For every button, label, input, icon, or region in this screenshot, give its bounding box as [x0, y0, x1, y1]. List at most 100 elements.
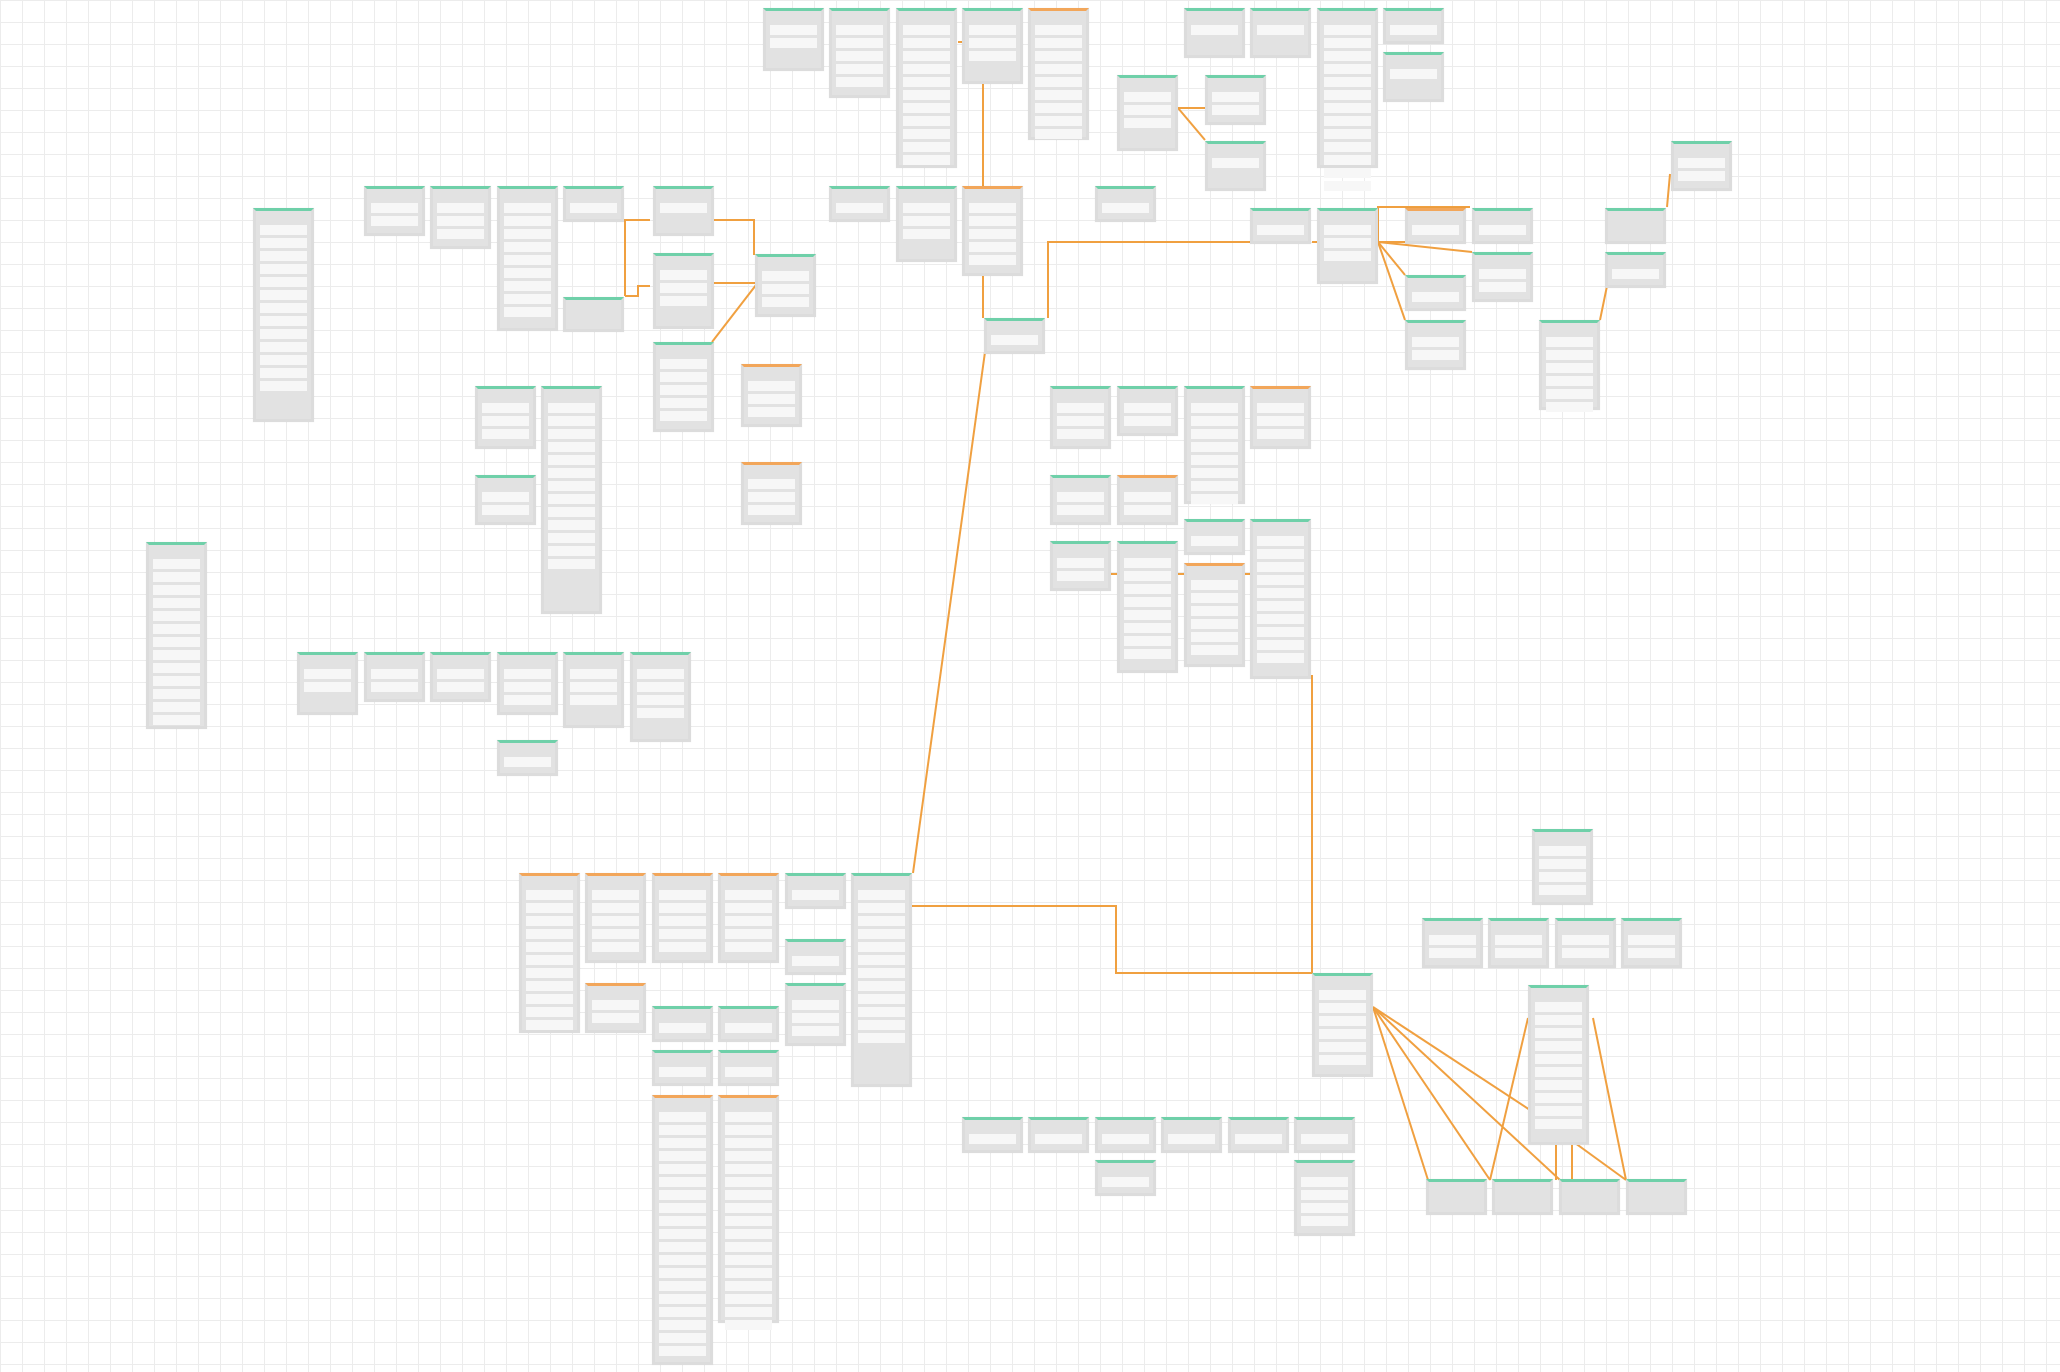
entity-table[interactable]: [785, 983, 846, 1046]
entity-table[interactable]: [1250, 519, 1311, 679]
entity-table[interactable]: [652, 1006, 713, 1042]
entity-table[interactable]: [1250, 386, 1311, 449]
relationship-line[interactable]: [1177, 107, 1206, 141]
relationship-line[interactable]: [1377, 241, 1473, 253]
entity-table[interactable]: [1117, 475, 1178, 525]
entity-table[interactable]: [1626, 1179, 1687, 1215]
entity-table[interactable]: [1184, 386, 1245, 504]
entity-table[interactable]: [1539, 320, 1600, 412]
relationship-line[interactable]: [1047, 241, 1252, 318]
entity-table[interactable]: [741, 462, 802, 525]
entity-table[interactable]: [563, 297, 624, 332]
entity-table[interactable]: [962, 1117, 1023, 1153]
relationship-line[interactable]: [1372, 1006, 1491, 1181]
entity-table[interactable]: [1472, 252, 1533, 302]
entity-table[interactable]: [1532, 829, 1593, 905]
entity-table[interactable]: [1294, 1160, 1355, 1236]
entity-table[interactable]: [1250, 208, 1311, 244]
entity-table[interactable]: [1095, 186, 1156, 222]
entity-table[interactable]: [1161, 1117, 1222, 1153]
entity-table[interactable]: [653, 253, 714, 329]
entity-table[interactable]: [1605, 208, 1666, 244]
entity-table[interactable]: [763, 8, 824, 71]
entity-table[interactable]: [755, 254, 816, 317]
entity-table[interactable]: [563, 186, 624, 222]
entity-table[interactable]: [1317, 8, 1378, 191]
entity-table[interactable]: [1028, 1117, 1089, 1153]
entity-table[interactable]: [1117, 386, 1178, 436]
entity-table[interactable]: [718, 1006, 779, 1042]
entity-table[interactable]: [1492, 1179, 1553, 1215]
entity-table[interactable]: [896, 186, 957, 262]
entity-table[interactable]: [1317, 208, 1378, 284]
entity-table[interactable]: [785, 873, 846, 909]
relationship-line[interactable]: [712, 219, 755, 255]
entity-table[interactable]: [1050, 475, 1111, 525]
entity-table[interactable]: [1095, 1117, 1156, 1153]
entity-table[interactable]: [1050, 386, 1111, 449]
entity-table[interactable]: [718, 1050, 779, 1086]
entity-table[interactable]: [541, 386, 602, 614]
entity-table[interactable]: [563, 652, 624, 728]
entity-table[interactable]: [653, 186, 714, 236]
relationship-line[interactable]: [1489, 1017, 1529, 1181]
relationship-line[interactable]: [1592, 1017, 1627, 1181]
entity-table[interactable]: [146, 542, 207, 729]
entity-table[interactable]: [1405, 208, 1466, 244]
entity-table[interactable]: [785, 939, 846, 975]
entity-table[interactable]: [1383, 52, 1444, 102]
entity-table[interactable]: [497, 740, 558, 776]
relationship-line[interactable]: [1599, 285, 1608, 321]
entity-table[interactable]: [430, 652, 491, 702]
entity-table[interactable]: [1555, 918, 1616, 968]
entity-table[interactable]: [1205, 75, 1266, 125]
entity-table[interactable]: [1671, 141, 1732, 191]
entity-table[interactable]: [519, 873, 580, 1033]
entity-table[interactable]: [1528, 985, 1589, 1145]
entity-table[interactable]: [297, 652, 358, 715]
entity-table[interactable]: [896, 8, 957, 168]
entity-table[interactable]: [962, 186, 1023, 276]
entity-table[interactable]: [1559, 1179, 1620, 1215]
entity-table[interactable]: [653, 342, 714, 432]
entity-table[interactable]: [1472, 208, 1533, 244]
entity-table[interactable]: [1605, 252, 1666, 288]
entity-table[interactable]: [1621, 918, 1682, 968]
entity-table[interactable]: [829, 8, 890, 98]
entity-table[interactable]: [1028, 8, 1089, 140]
entity-table[interactable]: [1294, 1117, 1355, 1153]
entity-table[interactable]: [1228, 1117, 1289, 1153]
relationship-line[interactable]: [1574, 1142, 1627, 1181]
entity-table[interactable]: [475, 475, 536, 525]
entity-table[interactable]: [1095, 1160, 1156, 1196]
entity-table[interactable]: [585, 873, 646, 963]
relationship-line[interactable]: [625, 285, 650, 297]
relationship-line[interactable]: [1377, 241, 1406, 321]
relationship-line[interactable]: [912, 675, 1313, 974]
relationship-line[interactable]: [1372, 1006, 1429, 1181]
relationship-line[interactable]: [912, 351, 986, 874]
entity-table[interactable]: [1250, 8, 1311, 58]
entity-table[interactable]: [1405, 320, 1466, 370]
entity-table[interactable]: [1184, 8, 1245, 58]
entity-table[interactable]: [984, 318, 1045, 354]
entity-table[interactable]: [1184, 563, 1245, 667]
entity-table[interactable]: [851, 873, 912, 1087]
entity-table[interactable]: [364, 186, 425, 236]
relationship-line[interactable]: [1372, 1006, 1561, 1181]
entity-table[interactable]: [364, 652, 425, 702]
entity-table[interactable]: [585, 983, 646, 1033]
relationship-line[interactable]: [1377, 241, 1406, 276]
entity-table[interactable]: [829, 186, 890, 222]
entity-table[interactable]: [1383, 8, 1444, 44]
relationship-line[interactable]: [711, 284, 757, 343]
entity-table[interactable]: [475, 386, 536, 449]
entity-table[interactable]: [1312, 973, 1373, 1077]
entity-table[interactable]: [718, 873, 779, 963]
entity-table[interactable]: [497, 186, 558, 331]
relationship-line[interactable]: [1666, 173, 1671, 208]
entity-table[interactable]: [497, 652, 558, 715]
entity-table[interactable]: [962, 8, 1023, 84]
entity-table[interactable]: [741, 364, 802, 427]
